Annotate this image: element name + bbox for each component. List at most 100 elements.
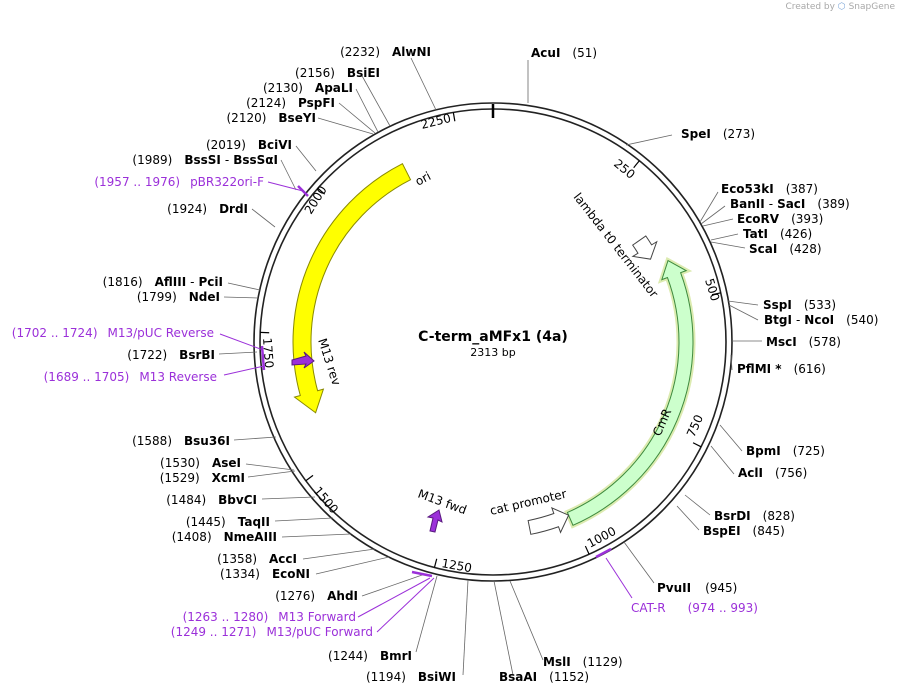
primer-marks — [219, 181, 633, 633]
feature-m13-fwd[interactable] — [426, 509, 443, 533]
tick-mark-250 — [633, 160, 640, 169]
site-bsiei[interactable]: (2156)BsiEI — [295, 66, 380, 80]
primer-m13-reverse[interactable]: (1689 .. 1705)M13 Reverse — [44, 370, 217, 384]
credit-brand: SnapGene — [848, 2, 895, 12]
site-afliii-pcii[interactable]: (1816)AflIII-PciI — [103, 275, 223, 289]
site-bpmi[interactable]: BpmI(725) — [746, 444, 825, 458]
tick-mark-750 — [692, 442, 702, 448]
leader-bcivi — [295, 145, 317, 172]
site-labels-right: AcuI(51) SpeI(273) Eco53kI(387) BanII-Sa… — [499, 46, 878, 684]
site-drdi[interactable]: (1924)DrdI — [167, 202, 248, 216]
primer-leader-m13-puc-forward — [376, 577, 435, 633]
site-bsiwi[interactable]: (1194)BsiWI — [366, 670, 456, 684]
site-bmri[interactable]: (1244)BmrI — [328, 649, 412, 663]
leader-acci — [302, 548, 376, 560]
feature-cmr[interactable] — [566, 259, 694, 526]
leader-bpmi — [719, 424, 743, 452]
leader-tati — [710, 233, 739, 241]
leader-acli — [710, 445, 735, 475]
site-pflmi[interactable]: PflMI *(616) — [737, 362, 826, 376]
backbone-outer-strand — [253, 102, 733, 582]
primer-pbr322ori-f[interactable]: (1957 .. 1976)pBR322ori-F — [94, 175, 264, 189]
leader-bsrdi — [684, 494, 711, 516]
leader-taqii — [274, 517, 334, 522]
leader-btgi — [728, 304, 759, 321]
leader-bsu36i — [233, 436, 277, 441]
site-bcivi[interactable]: (2019)BciVI — [206, 138, 292, 152]
tick-mark-2250 — [452, 112, 456, 122]
leader-eco53ki — [699, 191, 719, 223]
site-xcmi[interactable]: (1529)XcmI — [160, 471, 245, 485]
site-acui[interactable]: AcuI(51) — [531, 46, 597, 60]
site-bsaai[interactable]: BsaAI(1152) — [499, 670, 589, 684]
site-leader-lines — [218, 57, 762, 676]
site-msli[interactable]: MslI(1129) — [543, 655, 623, 669]
leader-bmri — [415, 575, 438, 653]
site-econi[interactable]: (1334)EcoNI — [220, 567, 310, 581]
tick-label-2250: 2250 — [419, 111, 452, 132]
plasmid-length: 2313 bp — [470, 346, 515, 359]
site-acli[interactable]: AclI(756) — [738, 466, 807, 480]
leader-spei — [625, 134, 673, 146]
site-nmeaiii[interactable]: (1408)NmeAIII — [172, 530, 277, 544]
primer-m13-puc-forward[interactable]: (1249 .. 1271)M13/pUC Forward — [171, 625, 373, 639]
leader-bsssi — [280, 159, 297, 191]
leader-banii — [700, 205, 726, 225]
site-pvuii[interactable]: PvuII(945) — [657, 581, 737, 595]
site-apali[interactable]: (2130)ApaLI — [263, 81, 353, 95]
site-ecorv[interactable]: EcoRV(393) — [737, 212, 823, 226]
site-sspi[interactable]: SspI(533) — [763, 298, 836, 312]
site-asei[interactable]: (1530)AseI — [160, 456, 241, 470]
primer-cat-r[interactable]: CAT-R(974 .. 993) — [631, 601, 758, 615]
feature-label-m13-rev: M13 rev — [315, 337, 343, 388]
leader-bsrbi — [218, 351, 258, 355]
plasmid-name: C-term_aMFx1 (4a) — [418, 329, 568, 345]
feature-m13-rev[interactable] — [291, 351, 315, 369]
tick-marks — [260, 112, 721, 568]
leader-bsaai — [493, 580, 514, 676]
primer-leader-pbr322ori-f — [267, 181, 304, 192]
site-bspei[interactable]: BspEI(845) — [703, 524, 785, 538]
site-alwni[interactable]: (2232)AlwNI — [340, 45, 431, 59]
leader-scai — [710, 241, 746, 249]
site-bsssi[interactable]: (1989)BssSI-BssSαI — [132, 153, 278, 167]
snapgene-credit: Created by ⬡ SnapGene — [785, 2, 895, 12]
site-acci[interactable]: (1358)AccI — [217, 552, 297, 566]
site-tati[interactable]: TatI(426) — [743, 227, 812, 241]
site-btgi-ncoi[interactable]: BtgI-NcoI(540) — [764, 313, 878, 327]
primer-m13-puc-reverse[interactable]: (1702 .. 1724)M13/pUC Reverse — [12, 326, 214, 340]
primer-leader-m13-puc-reverse — [219, 333, 264, 351]
feature-cat-promoter[interactable] — [527, 506, 570, 535]
site-pspfi[interactable]: (2124)PspFI — [246, 96, 335, 110]
site-bsrdi[interactable]: BsrDI(828) — [714, 509, 795, 523]
primer-mark-cat-r — [595, 547, 612, 559]
feature-lambda-t0-terminator[interactable] — [631, 235, 658, 260]
site-taqii[interactable]: (1445)TaqII — [186, 515, 270, 529]
site-bbvci[interactable]: (1484)BbvCI — [166, 493, 257, 507]
credit-prefix: Created by — [785, 2, 835, 12]
features — [291, 163, 696, 535]
feature-label-m13-fwd: M13 fwd — [416, 487, 469, 518]
site-spei[interactable]: SpeI(273) — [681, 127, 755, 141]
site-ahdi[interactable]: (1276)AhdI — [275, 589, 358, 603]
site-eco53ki[interactable]: Eco53kI(387) — [721, 182, 818, 196]
leader-bbvci — [261, 496, 316, 500]
feature-ori[interactable] — [292, 163, 412, 414]
tick-label-1250: 1250 — [440, 556, 473, 575]
site-bsrbi[interactable]: (1722)BsrBI — [127, 348, 215, 362]
site-banii-saci[interactable]: BanII-SacI(389) — [730, 197, 850, 211]
primer-m13-forward[interactable]: (1263 .. 1280)M13 Forward — [183, 610, 356, 624]
site-bseyi[interactable]: (2120)BseYI — [227, 111, 317, 125]
leader-sspi — [727, 300, 759, 306]
backbone — [253, 102, 733, 582]
site-scai[interactable]: ScaI(428) — [749, 242, 822, 256]
site-ndei[interactable]: (1799)NdeI — [137, 290, 220, 304]
leader-econi — [315, 556, 390, 575]
site-msci[interactable]: MscI(578) — [766, 335, 841, 349]
leader-bsiei — [360, 73, 391, 127]
tick-mark-1000 — [584, 545, 590, 555]
tick-labels: 250 500 750 1000 1250 1500 1750 2000 225… — [260, 111, 722, 575]
site-labels-left: (1194)BsiWI (1244)BmrI (1276)AhdI (1334)… — [103, 45, 456, 684]
site-bsu36i[interactable]: (1588)Bsu36I — [132, 434, 230, 448]
primer-leader-cat-r — [605, 557, 633, 599]
